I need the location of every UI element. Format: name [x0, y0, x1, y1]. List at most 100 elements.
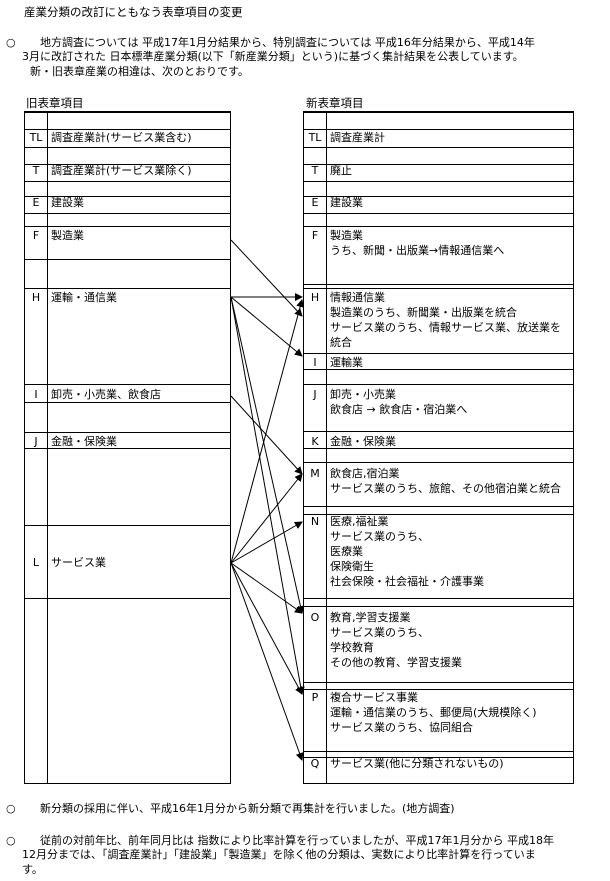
table-row-border: [304, 462, 573, 463]
new-item-text: 卸売・小売業: [330, 388, 396, 401]
note-2-line: 12月分までは、「調査産業計」「建設業」「製造業」を除く他の分類は、実数により比…: [22, 848, 536, 862]
table-row-border: [304, 129, 573, 130]
new-item-text: 情報通信業: [330, 291, 385, 304]
new-item-text: 運輸・通信業のうち、郵便局(大規模除く): [330, 706, 537, 719]
table-row-border: [25, 196, 230, 197]
old-item-code: I: [34, 388, 38, 401]
new-item-code: H: [310, 291, 320, 304]
table-row-border: [304, 353, 573, 354]
new-item-text: サービス業のうち、情報サービス業、放送業を: [330, 321, 561, 334]
table-row-border: [25, 164, 230, 165]
intro-line: 新・旧表章産業の相違は、次のとおりです。: [30, 64, 249, 78]
note-1-text: 新分類の採用に伴い、平成16年1月分から新分類で再集計を行いました。(地方調査): [40, 802, 455, 815]
mapping-arrow: [230, 521, 303, 564]
new-item-text: 保険衛生: [330, 560, 374, 573]
table-row-border: [304, 689, 573, 690]
new-item-code: F: [311, 229, 319, 242]
note-1: ○ 新分類の採用に伴い、平成16年1月分から新分類で再集計を行いました。(地方調…: [6, 802, 604, 818]
new-item-code: O: [310, 611, 320, 624]
old-item-text: 建設業: [51, 196, 84, 209]
new-item-text: サービス業のうち、協同組合: [330, 721, 473, 734]
table-row-border: [304, 112, 573, 113]
new-item-text: その他の教育、学習支援業: [330, 656, 462, 669]
new-item-text: 社会保険・社会福祉・介護事業: [330, 575, 484, 588]
new-item-code: Q: [310, 757, 320, 770]
table-row-border: [304, 369, 573, 370]
mapping-arrow: [230, 239, 303, 317]
table-row-border: [304, 448, 573, 449]
table-row-border: [25, 525, 230, 526]
old-item-code: TL: [29, 131, 43, 144]
new-item-code: E: [311, 196, 319, 209]
table-row-border: [304, 213, 573, 214]
old-item-code: H: [31, 291, 41, 304]
new-item-text: 複合サービス事業: [330, 691, 418, 704]
note-2-line: す。: [22, 862, 43, 876]
new-item-text: サービス業のうち、旅館、その他宿泊業と統合: [330, 482, 561, 495]
table-row-border: [304, 757, 573, 758]
mapping-arrow: [230, 473, 303, 564]
mapping-arrow: [230, 296, 305, 695]
old-item-code: T: [32, 164, 40, 177]
new-item-text: 統合: [330, 336, 352, 349]
new-item-text: 飲食店,宿泊業: [330, 467, 400, 480]
old-item-code: F: [32, 229, 40, 242]
table-row-border: [25, 226, 230, 227]
table-row-border: [304, 751, 573, 752]
mapping-arrow: [230, 299, 305, 564]
mapping-arrow: [230, 296, 305, 614]
new-table-header: 新表章項目: [306, 96, 364, 110]
old-item-text: サービス業: [51, 556, 106, 569]
table-row-border: [304, 284, 573, 285]
new-item-code: I: [313, 356, 317, 369]
table-row-border: [304, 514, 573, 515]
table-row-border: [304, 598, 573, 599]
new-item-text: 学校教育: [330, 641, 374, 654]
new-item-text: 調査産業計: [330, 131, 385, 144]
old-item-text: 調査産業計(サービス業含む): [51, 131, 192, 144]
mapping-arrow: [230, 296, 303, 357]
intro-paragraph: ○ 地方調査については 平成17年1月分結果から、特別調査については 平成16年…: [6, 36, 604, 86]
table-row-border: [25, 213, 230, 214]
table-row-border: [304, 164, 573, 165]
old-item-code: J: [34, 435, 38, 448]
note-2-line: 従前の対前年比、前年同月比は 指数により比率計算を行っていましたが、平成17年1…: [40, 834, 554, 847]
code-column-divider: [326, 112, 327, 783]
table-row-border: [304, 226, 573, 227]
new-item-code: T: [311, 164, 319, 177]
new-item-text: 教育,学習支援業: [330, 611, 411, 624]
new-item-text: うち、新聞・出版業→情報通信業へ: [330, 244, 505, 257]
old-item-text: 製造業: [51, 229, 84, 242]
new-item-code: TL: [308, 131, 322, 144]
old-item-text: 金融・保険業: [51, 435, 117, 448]
new-item-text: 建設業: [330, 196, 363, 209]
table-row-border: [304, 147, 573, 148]
table-row-border: [25, 448, 230, 449]
mapping-arrow: [230, 562, 304, 761]
table-row-border: [304, 181, 573, 182]
new-item-text: サービス業(他に分類されないもの): [330, 757, 504, 770]
new-item-text: サービス業のうち、: [330, 530, 429, 543]
mapping-arrow: [230, 562, 303, 695]
new-item-text: 運輸業: [330, 356, 363, 369]
table-row-border: [304, 384, 573, 385]
table-row-border: [25, 112, 230, 113]
new-item-text: サービス業のうち、: [330, 626, 429, 639]
new-item-code: P: [311, 691, 319, 704]
table-row-border: [25, 288, 230, 289]
note-2: ○ 従前の対前年比、前年同月比は 指数により比率計算を行っていましたが、平成17…: [6, 834, 604, 880]
new-item-code: J: [313, 388, 317, 401]
bullet-circle: ○: [6, 802, 16, 815]
new-item-text: 医療業: [330, 545, 363, 558]
new-item-text: 廃止: [330, 164, 352, 177]
table-row-border: [304, 288, 573, 289]
table-row-border: [25, 402, 230, 403]
table-row-border: [25, 598, 230, 599]
table-row-border: [304, 606, 573, 607]
old-item-text: 卸売・小売業、飲食店: [51, 388, 161, 401]
new-item-code: K: [311, 435, 319, 448]
old-item-text: 運輸・通信業: [51, 291, 117, 304]
